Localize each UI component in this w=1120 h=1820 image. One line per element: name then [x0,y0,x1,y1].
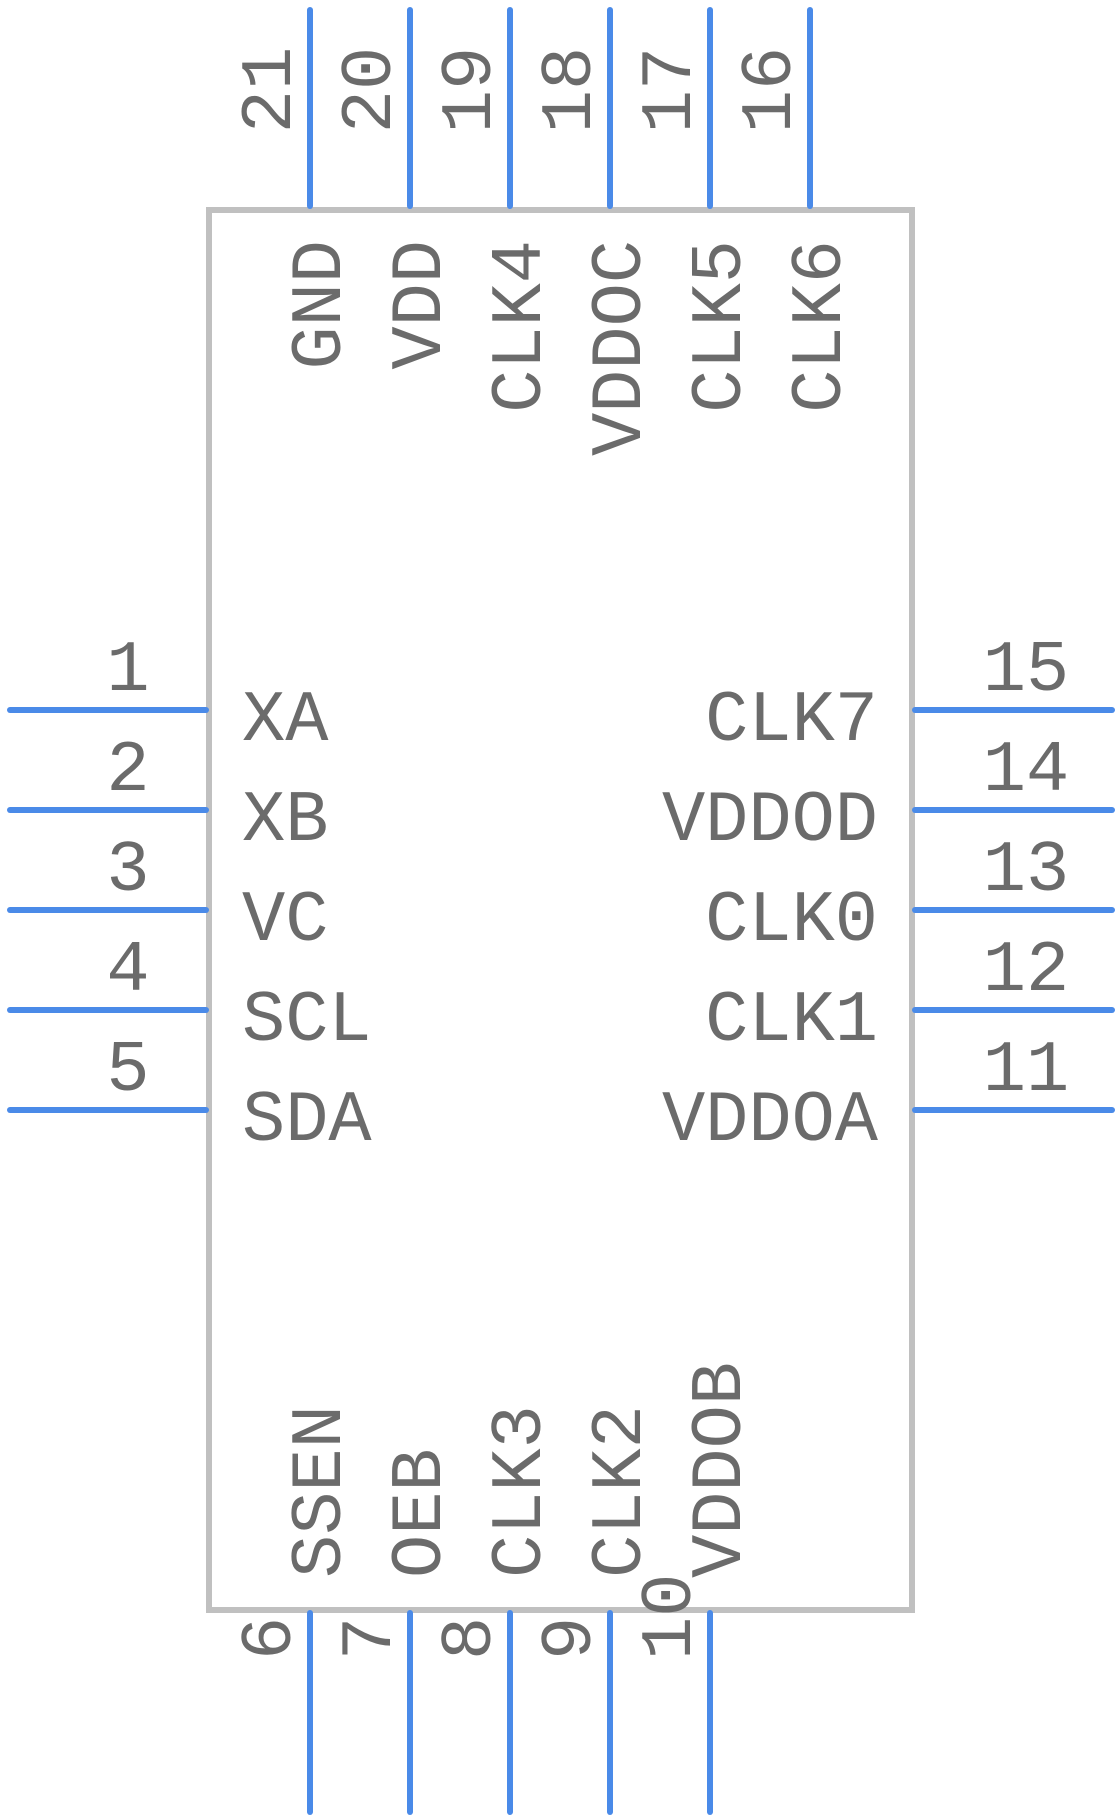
pin-11-number: 11 [983,1030,1069,1112]
pin-20-number: 20 [330,47,412,133]
pin-17-number: 17 [630,47,712,133]
pin-18-number: 18 [530,47,612,133]
pin-12-name: CLK1 [705,980,878,1062]
pin-21-number: 21 [230,47,312,133]
pin-1-name: XA [242,680,329,762]
pins-layer: 1XA2XB3VC4SCL5SDA15CLK714VDDOD13CLK012CL… [7,7,1115,1815]
pin-8-name: CLK3 [480,1405,562,1578]
pin-15-name: CLK7 [705,680,878,762]
pin-18-name: VDDOC [580,240,662,456]
pin-3-number: 3 [106,830,149,912]
pin-6-number: 6 [230,1617,312,1660]
pin-5-name: SDA [242,1080,372,1162]
pin-9-name: CLK2 [580,1405,662,1578]
pin-17-name: CLK5 [680,240,762,413]
pin-2-number: 2 [106,730,149,812]
pin-14-name: VDDOD [662,780,878,862]
pin-19-name: CLK4 [480,240,562,413]
pin-4-number: 4 [106,930,149,1012]
pin-15-number: 15 [983,630,1069,712]
pin-6-name: SSEN [280,1405,362,1578]
pin-5-number: 5 [106,1030,149,1112]
pin-10-name: VDDOB [680,1362,762,1578]
pin-11-name: VDDOA [662,1080,879,1162]
pin-20-name: VDD [380,240,462,370]
pin-2-name: XB [242,780,328,862]
pin-19-number: 19 [430,47,512,133]
pin-7-name: OEB [380,1448,462,1578]
pin-8-number: 8 [430,1617,512,1660]
pin-16-name: CLK6 [780,240,862,413]
pin-4-name: SCL [242,980,372,1062]
pin-3-name: VC [242,880,328,962]
pin-14-number: 14 [983,730,1069,812]
pin-9-number: 9 [530,1617,612,1660]
pin-7-number: 7 [330,1617,412,1660]
pin-1-number: 1 [106,630,149,712]
pin-13-name: CLK0 [705,880,878,962]
pin-10-number: 10 [630,1574,712,1660]
pin-21-name: GND [280,240,362,370]
pin-12-number: 12 [983,930,1069,1012]
pin-16-number: 16 [730,47,812,133]
ic-body [206,207,915,1613]
pin-13-number: 13 [983,830,1069,912]
